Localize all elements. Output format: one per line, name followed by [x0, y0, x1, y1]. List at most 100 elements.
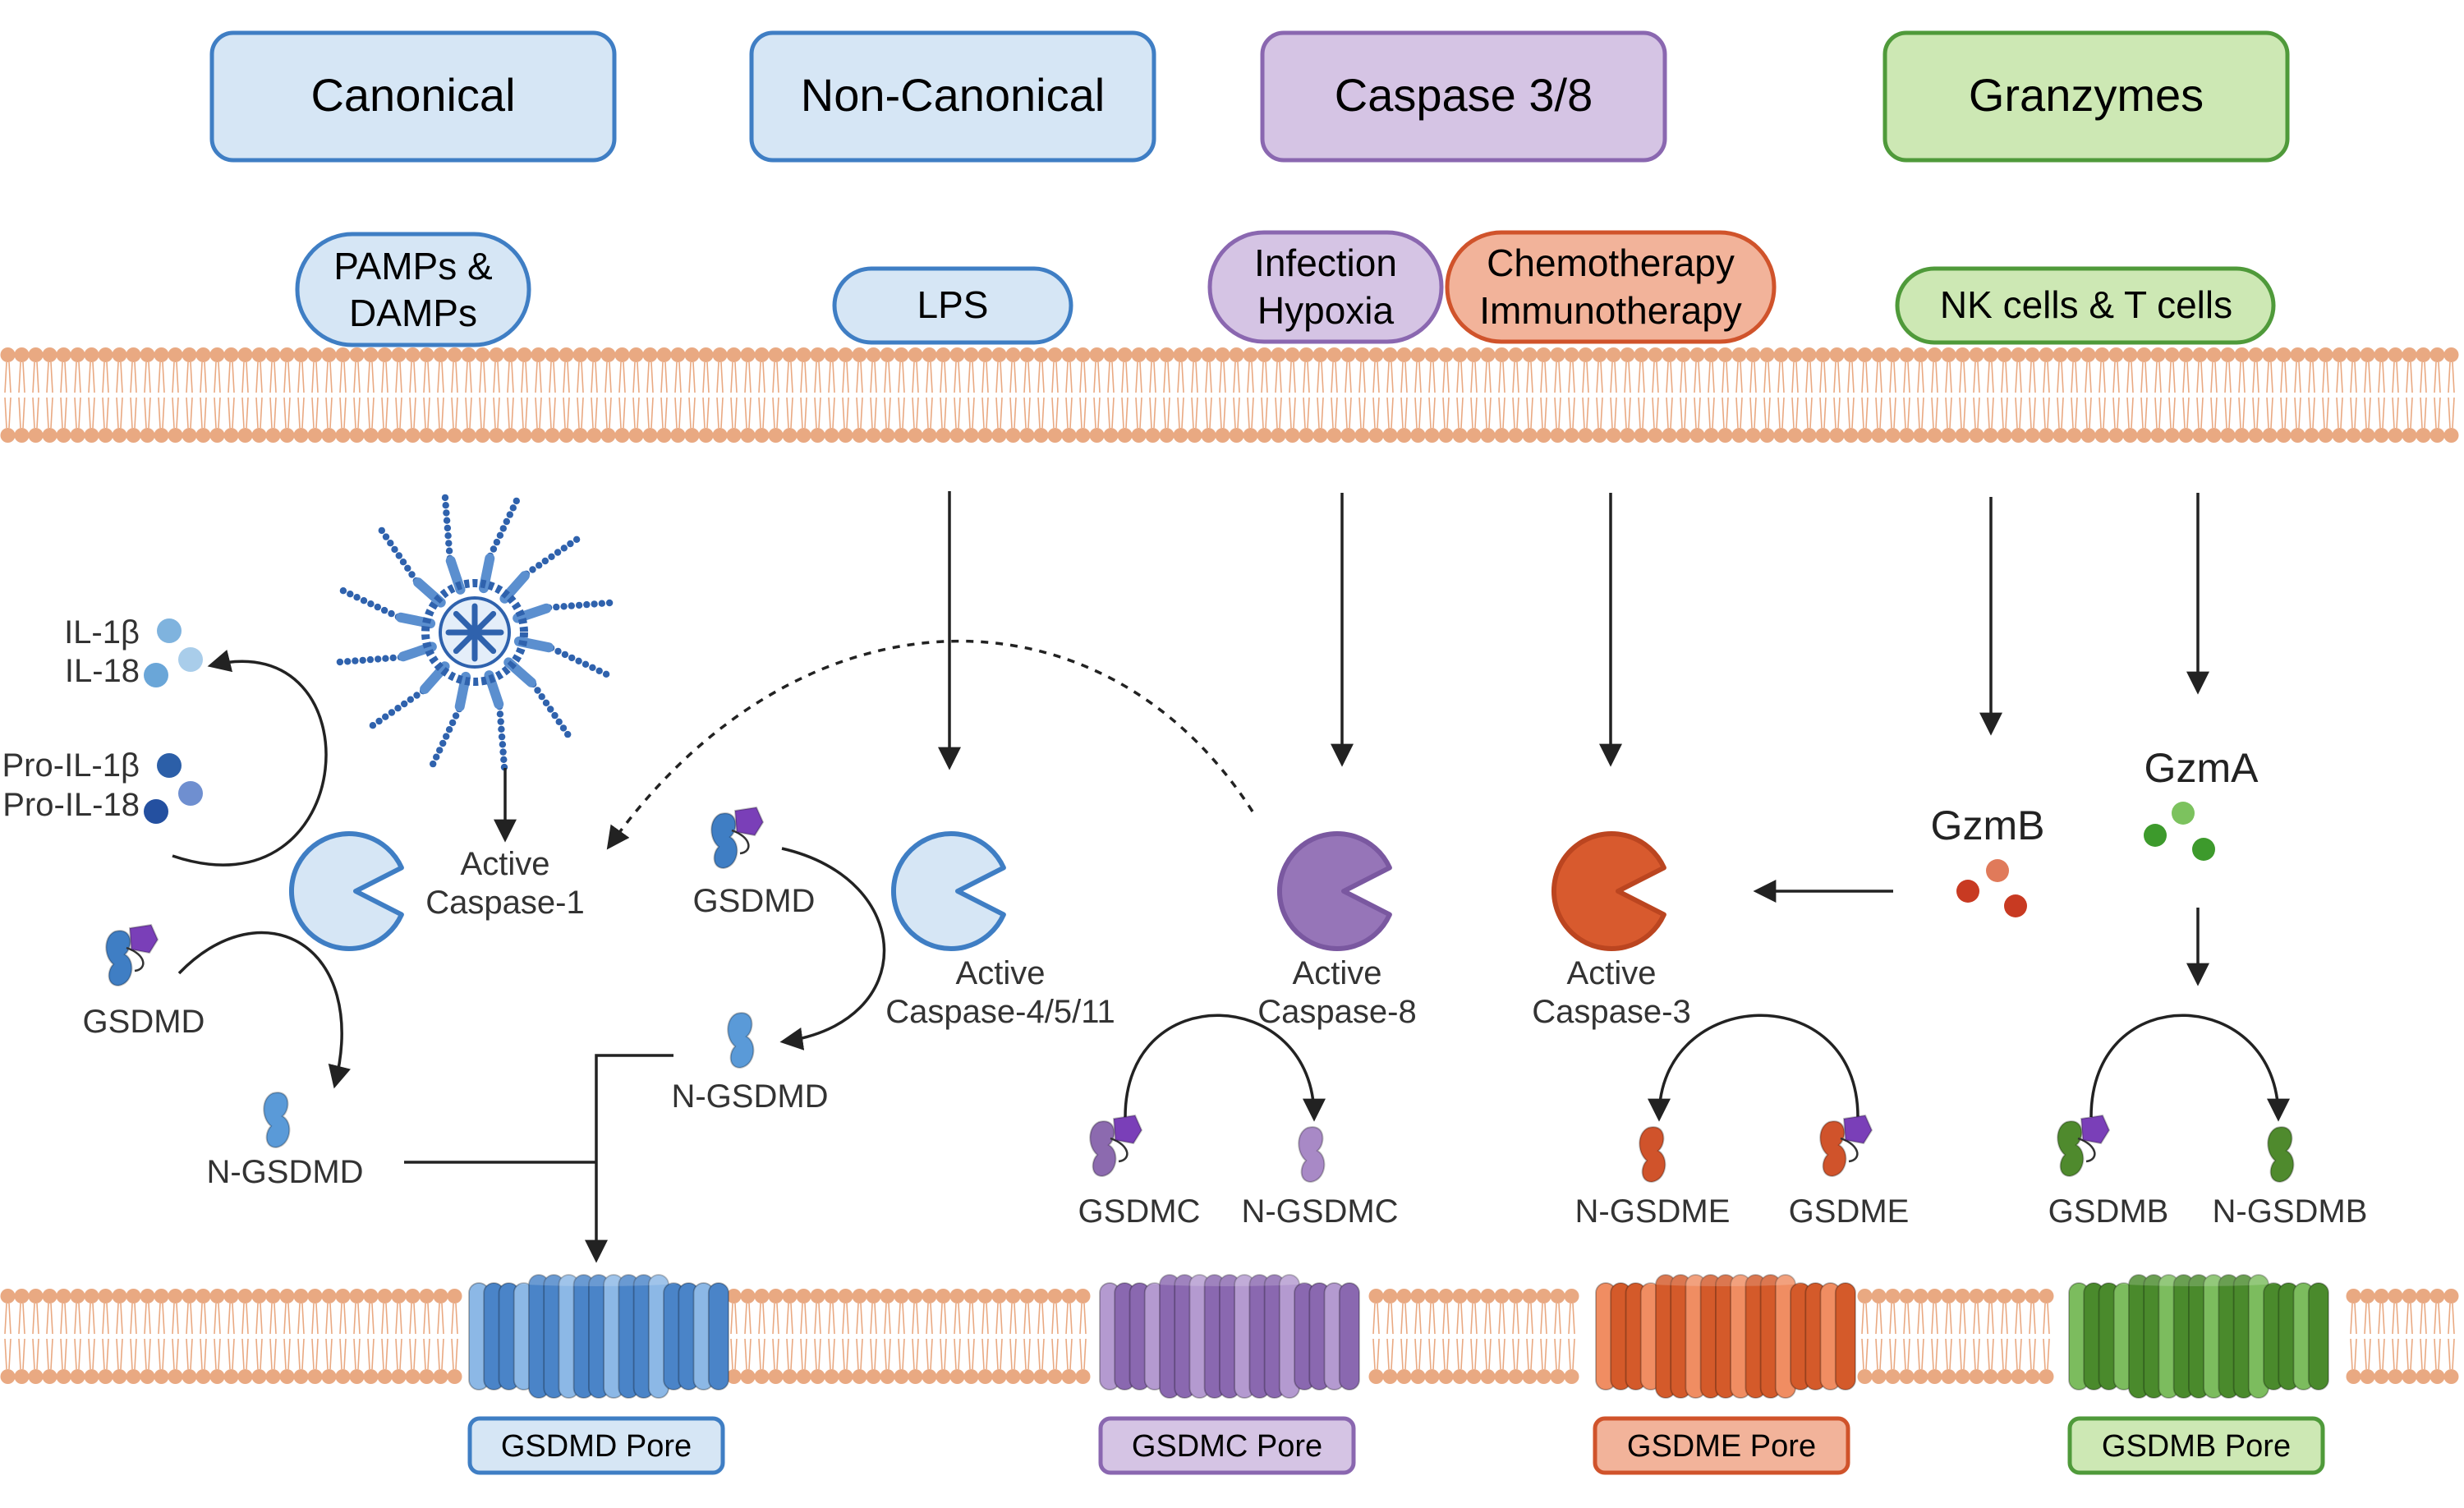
lipid-tail: [172, 1338, 175, 1370]
lipid-tail: [2005, 397, 2008, 429]
lipid-tail: [1027, 1303, 1031, 1335]
lipid-tail: [329, 361, 333, 393]
lipid-tail: [637, 397, 640, 429]
lipid-head: [405, 347, 421, 362]
lipid-head: [1033, 347, 1049, 362]
lipid-tail: [200, 397, 203, 429]
lipid-tail: [395, 397, 398, 429]
lipid-tail: [427, 1303, 430, 1335]
lipid-head: [279, 1369, 295, 1384]
gzmb-label: GzmB: [1931, 802, 2045, 848]
lipid-head: [1424, 1289, 1440, 1303]
lipid-tail: [1526, 1338, 1529, 1370]
lipid-tail: [632, 361, 636, 393]
lipid-tail: [162, 361, 165, 393]
lipid-tail: [413, 361, 416, 393]
lipid-tail: [1372, 1303, 1376, 1335]
lipid-head: [2136, 347, 2152, 362]
lipid-tail: [1875, 1303, 1878, 1335]
lipid-tail: [2350, 1303, 2353, 1335]
lipid-tail: [1540, 1338, 1543, 1370]
lipid-tail: [1516, 397, 1519, 429]
lipid-head: [2150, 347, 2166, 362]
lipid-tail: [116, 397, 119, 429]
lipid-tail: [1805, 361, 1809, 393]
lipid-tail: [2085, 397, 2088, 429]
pore-label-gsdmb: GSDMB Pore: [2067, 1416, 2325, 1475]
lipid-tail: [1000, 397, 1003, 429]
lipid-head: [908, 428, 923, 443]
gsdmc-label: GSDMC: [1078, 1193, 1201, 1230]
pathway-header-canonical: Canonical: [209, 30, 617, 163]
lipid-head: [1396, 1289, 1412, 1303]
lipid-head: [1578, 428, 1593, 443]
lipid-tail: [2140, 361, 2144, 393]
lipid-tail: [246, 1338, 249, 1370]
protein-labels: GSDMD N-GSDMD GSDMD N-GSDMD GSDMC N-GSDM…: [83, 883, 2368, 1230]
lipid-tail: [455, 1338, 458, 1370]
linker: [1840, 1137, 1859, 1163]
lipid-tail: [1600, 361, 1603, 393]
lipid-head: [1731, 428, 1747, 443]
lipid-tail: [1861, 361, 1864, 393]
lipid-tail: [1722, 397, 1725, 429]
lipid-tail: [2340, 361, 2343, 393]
lipid-tail: [581, 397, 584, 429]
lipid-tail: [2061, 361, 2064, 393]
lipid-tail: [1391, 1338, 1394, 1370]
pore-subunit: [1338, 1282, 1360, 1391]
pathway-label: Granzymes: [1969, 69, 2204, 121]
lipid-head: [1703, 428, 1719, 443]
lipid-tail: [269, 397, 273, 429]
lipid-tail: [186, 397, 189, 429]
lipid-tail: [1851, 361, 1855, 393]
lipid-head: [1382, 428, 1398, 443]
lipid-tail: [399, 1303, 402, 1335]
inflammasome-bead: [359, 656, 366, 664]
lipid-head: [1899, 1289, 1915, 1303]
inflammasome-arm: [420, 661, 450, 694]
lipid-tail: [860, 1303, 863, 1335]
lipid-head: [307, 1369, 323, 1384]
lipid-tail: [511, 397, 514, 429]
lipid-tail: [1879, 1338, 1882, 1370]
lipid-head: [1019, 1369, 1035, 1384]
lipid-tail: [2326, 361, 2329, 393]
lipid-tail: [2029, 397, 2032, 429]
lipid-tail: [968, 1338, 971, 1370]
lipid-head: [1005, 428, 1021, 443]
lipid-head: [2374, 1289, 2389, 1303]
lipid-head: [642, 347, 658, 362]
lipid-head: [935, 428, 951, 443]
lipid-tail: [2406, 361, 2409, 393]
lipid-tail: [507, 361, 510, 393]
inflammasome-bead: [559, 724, 568, 732]
lipid-head: [1508, 347, 1524, 362]
lipid-head: [1466, 428, 1482, 443]
inflammasome-bead: [433, 753, 440, 761]
pathway-label: Non-Canonical: [801, 69, 1105, 121]
lipid-tail: [1474, 361, 1478, 393]
lipid-tail: [748, 361, 752, 393]
lipid-tail: [455, 361, 458, 393]
lipid-tail: [2368, 1303, 2371, 1335]
lipid-tail: [1558, 397, 1561, 429]
lipid-tail: [1055, 361, 1059, 393]
lipid-tail: [1037, 397, 1041, 429]
lipid-tail: [940, 361, 943, 393]
inflammasome-bead: [498, 725, 505, 733]
lipid-head: [1522, 1289, 1538, 1303]
arrow-gsdmc-cleavage: [1124, 1014, 1326, 1122]
lipid-tail: [134, 1303, 137, 1335]
lipid-head: [698, 347, 714, 362]
lipid-tail: [2438, 361, 2441, 393]
lipid-tail: [972, 1338, 975, 1370]
casp4511-active-label: Active: [956, 955, 1046, 991]
lipid-tail: [1893, 361, 1896, 393]
lipid-tail: [981, 397, 985, 429]
lipid-tail: [1568, 397, 1571, 429]
lipid-head: [1759, 428, 1775, 443]
lipid-tail: [357, 1338, 361, 1370]
lipid-head: [880, 347, 895, 362]
lipid-tail: [353, 1303, 356, 1335]
